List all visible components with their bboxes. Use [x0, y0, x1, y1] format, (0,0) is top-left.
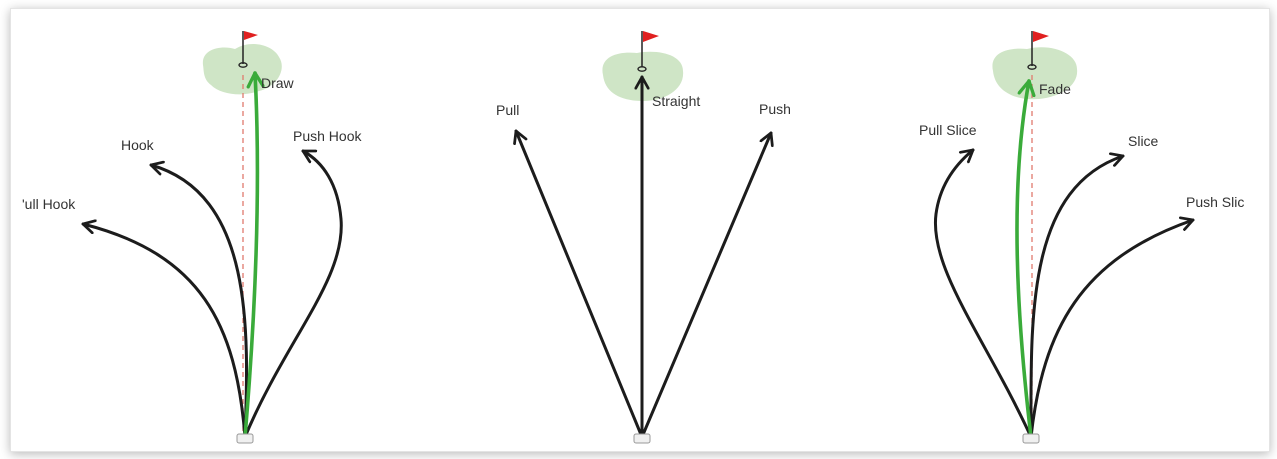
slice-path — [1031, 156, 1123, 437]
draw-panel: Draw Hook Push Hook 'ull Hook — [22, 31, 362, 443]
label-push-slice: Push Slic — [1186, 194, 1244, 210]
label-draw: Draw — [261, 75, 295, 91]
label-push: Push — [759, 101, 791, 117]
label-pull-hook: 'ull Hook — [22, 196, 76, 212]
shot-shapes-figure: Draw Hook Push Hook 'ull Hook Pull Strai… — [10, 8, 1270, 452]
pull-hook-path — [83, 224, 245, 437]
hook-path — [151, 165, 247, 437]
label-straight: Straight — [652, 93, 700, 109]
push-slice-path — [1031, 220, 1193, 437]
golf-ball-on-tee-icon — [1023, 434, 1039, 443]
fade-path — [1017, 81, 1031, 437]
label-slice: Slice — [1128, 133, 1159, 149]
straight-panel: Pull Straight Push — [496, 31, 791, 443]
push-hook-path — [245, 151, 341, 437]
golf-ball-on-tee-icon — [634, 434, 650, 443]
label-fade: Fade — [1039, 81, 1071, 97]
pull-path — [516, 131, 642, 437]
push-path — [642, 133, 771, 437]
label-push-hook: Push Hook — [293, 128, 362, 144]
golf-ball-on-tee-icon — [237, 434, 253, 443]
label-pull: Pull — [496, 102, 519, 118]
fade-panel: Fade Pull Slice Slice Push Slic — [919, 31, 1244, 443]
shot-shapes-diagram: Draw Hook Push Hook 'ull Hook Pull Strai… — [11, 9, 1269, 451]
label-hook: Hook — [121, 137, 155, 153]
label-pull-slice: Pull Slice — [919, 122, 977, 138]
